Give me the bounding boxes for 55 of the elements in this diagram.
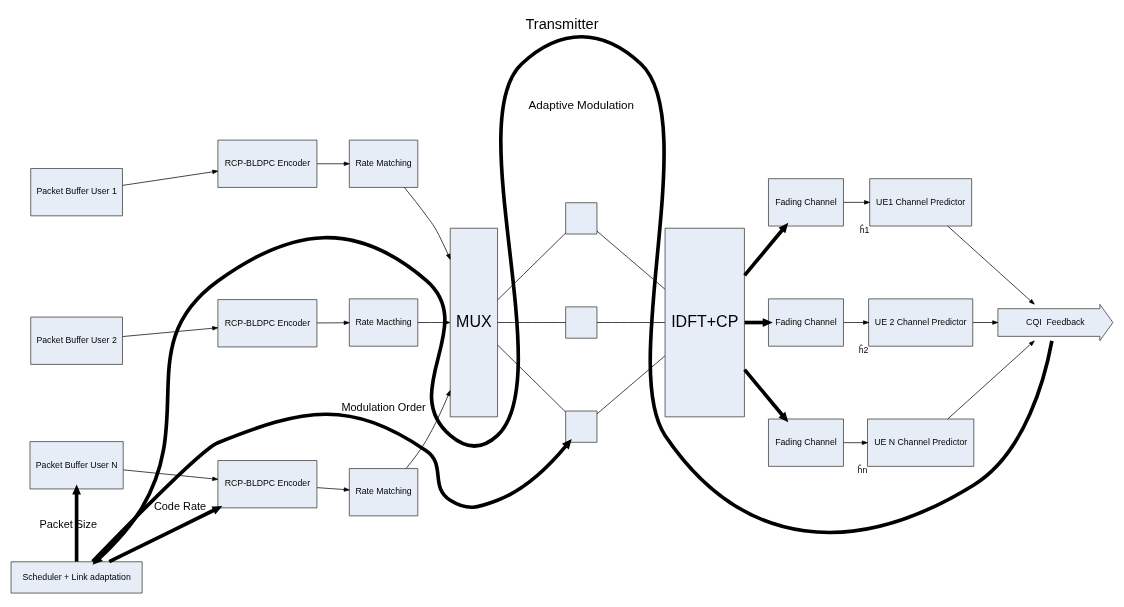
node-box <box>565 410 598 443</box>
node-box: Fading Channel <box>768 418 844 467</box>
node-box: Rate Matching <box>348 467 419 516</box>
arrow <box>91 411 572 563</box>
connector <box>497 344 566 412</box>
arrow <box>972 319 999 325</box>
arrow <box>947 340 1035 419</box>
label: Adaptive Modulation <box>528 97 635 111</box>
arrow <box>843 319 869 325</box>
arrow <box>843 440 868 445</box>
connector <box>497 321 566 323</box>
arrow <box>316 486 350 492</box>
arrow <box>744 317 773 327</box>
arrow <box>92 34 1054 565</box>
node-label: ĥ2 <box>858 344 869 355</box>
node-box: RCP-BLDPC Encoder <box>217 459 318 508</box>
connector <box>596 355 666 414</box>
arrow <box>405 389 451 469</box>
node-label: ĥ1 <box>859 224 870 235</box>
node-box: Packet Buffer User 2 <box>30 316 123 365</box>
node-box: UE 2 Channel Predictor <box>868 298 974 347</box>
node-label: ĥn <box>857 464 868 475</box>
node-box: Scheduler + Link adaptation <box>10 560 143 593</box>
edge-label: Code Rate <box>153 499 207 512</box>
arrow <box>122 169 219 186</box>
diagram-title: Transmitter <box>525 15 599 32</box>
arrow <box>404 186 451 260</box>
node-box <box>565 306 598 339</box>
connector <box>596 321 666 323</box>
arrow <box>947 225 1035 304</box>
arrow <box>123 469 219 481</box>
node-box: Rate Matching <box>348 139 419 188</box>
node-box: MUX <box>449 227 498 417</box>
node-box: Fading Channel <box>768 298 844 347</box>
arrow <box>316 161 350 166</box>
node-box: Rate Macthing <box>348 298 419 347</box>
connector <box>497 232 566 300</box>
arrow <box>72 484 81 562</box>
node-box: Packet Buffer User 1 <box>30 167 123 216</box>
arrow <box>122 325 219 337</box>
edge-label: Modulation Order <box>341 400 426 413</box>
node-box: UE N Channel Predictor <box>867 418 975 467</box>
node-box: RCP-BLDPC Encoder <box>217 139 318 188</box>
node-box: IDFT+CP <box>664 227 745 417</box>
connector <box>596 230 666 289</box>
arrow <box>843 199 870 204</box>
node-box: Fading Channel <box>768 177 844 226</box>
node-box <box>565 201 598 234</box>
arrow <box>743 368 789 422</box>
node-box: RCP-BLDPC Encoder <box>217 298 318 347</box>
arrow <box>743 222 789 277</box>
arrow <box>108 505 223 563</box>
node-box: UE1 Channel Predictor <box>869 177 973 226</box>
node-box: Packet Buffer User N <box>29 440 124 489</box>
arrow <box>316 320 350 325</box>
